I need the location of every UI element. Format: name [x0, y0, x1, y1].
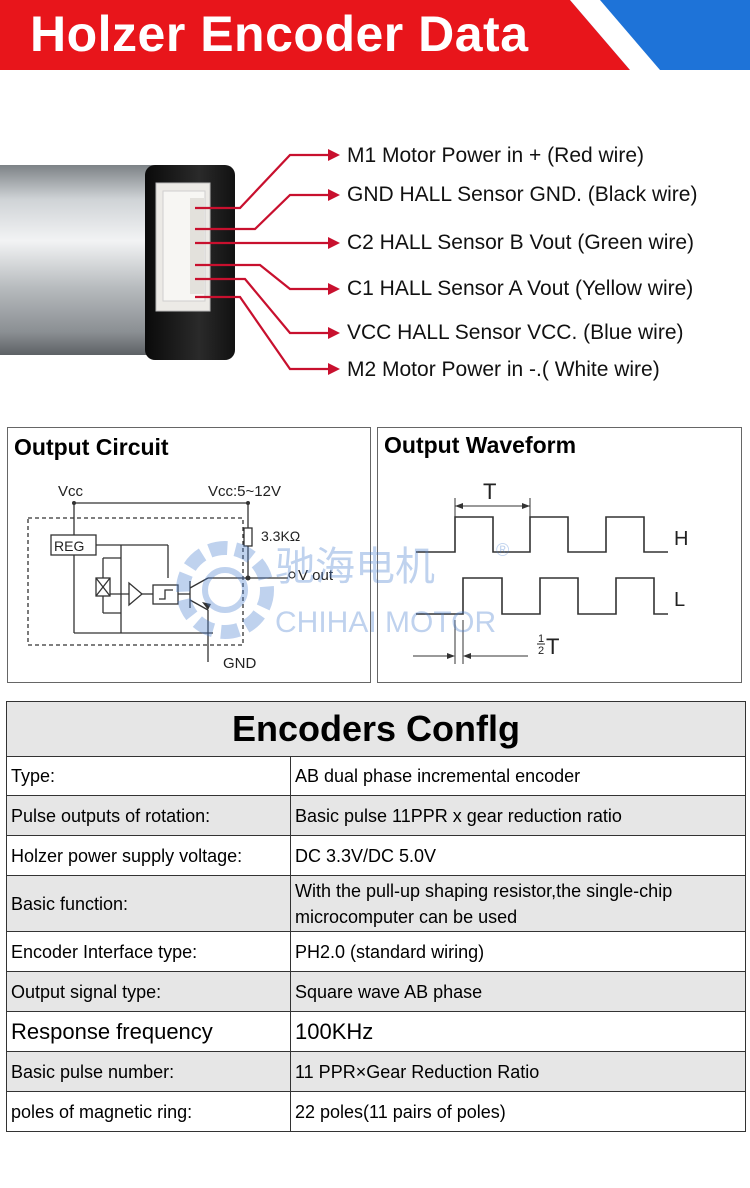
wire-callouts	[195, 149, 340, 375]
table-row: Holzer power supply voltage: DC 3.3V/DC …	[6, 835, 746, 876]
encoders-config-table: Encoders Conflg Type: AB dual phase incr…	[6, 701, 746, 1132]
watermark-cn: 驰海电机	[275, 545, 435, 589]
resistor-label: 3.3KΩ	[261, 528, 300, 544]
row-key-magnetic-ring-poles: poles of magnetic ring:	[6, 1091, 291, 1132]
row-key-response-frequency: Response frequency	[6, 1011, 291, 1052]
wire-line-blue	[195, 277, 332, 335]
wire-label-c1: C1 HALL Sensor A Vout (Yellow wire)	[347, 277, 694, 300]
gnd-label: GND	[223, 655, 257, 672]
row-value-magnetic-ring-poles: 22 poles(11 pairs of poles)	[290, 1091, 746, 1132]
row-key-pulse-outputs: Pulse outputs of rotation:	[6, 795, 291, 836]
row-value-basic-pulse-number: 11 PPR×Gear Reduction Ratio	[290, 1051, 746, 1092]
table-row: Pulse outputs of rotation: Basic pulse 1…	[6, 795, 746, 836]
table-row: Encoder Interface type: PH2.0 (standard …	[6, 931, 746, 972]
output-circuit-title: Output Circuit	[14, 434, 169, 460]
wire-label-m2: M2 Motor Power in -.( White wire)	[347, 358, 660, 381]
reg-label: REG	[54, 538, 84, 554]
table-row: Basic function: With the pull-up shaping…	[6, 875, 746, 932]
row-key-output-signal: Output signal type:	[6, 971, 291, 1012]
vcc-range-label: Vcc:5~12V	[208, 483, 281, 500]
wire-label-vcc: VCC HALL Sensor VCC. (Blue wire)	[347, 321, 684, 344]
wire-label-gnd: GND HALL Sensor GND. (Black wire)	[347, 183, 698, 206]
channel-h-label: H	[674, 528, 688, 550]
vout-label: V out	[298, 567, 334, 584]
table-row: Output signal type: Square wave AB phase	[6, 971, 746, 1012]
wire-line-white	[195, 295, 332, 371]
output-waveform-title: Output Waveform	[384, 432, 577, 458]
page-title: Holzer Encoder Data	[30, 6, 529, 62]
row-key-basic-function: Basic function:	[6, 875, 291, 932]
wire-label-c2: C2 HALL Sensor B Vout (Green wire)	[347, 231, 695, 254]
watermark-registered: ®	[496, 540, 509, 560]
config-table-title: Encoders Conflg	[6, 701, 746, 757]
watermark: 驰海电机 ® CHIHAI MOTOR	[176, 540, 509, 639]
row-key-interface-type: Encoder Interface type:	[6, 931, 291, 972]
output-circuit-diagram: Vcc Vcc:5~12V 3.3KΩ REG V out GND	[27, 483, 334, 672]
output-circuit-panel: Output Circuit	[7, 427, 371, 683]
header-banner	[0, 0, 750, 70]
row-value-basic-function: With the pull-up shaping resistor,the si…	[290, 875, 746, 932]
output-waveform-panel: Output Waveform T H L 1 2 T	[377, 427, 742, 683]
watermark-en: CHIHAI MOTOR	[275, 606, 496, 639]
table-row: Response frequency 100KHz	[6, 1011, 746, 1052]
table-row: poles of magnetic ring: 22 poles(11 pair…	[6, 1091, 746, 1132]
channel-l-label: L	[674, 589, 685, 611]
wire-label-m1: M1 Motor Power in + (Red wire)	[347, 144, 645, 167]
row-value-response-frequency: 100KHz	[290, 1011, 746, 1052]
row-value-supply-voltage: DC 3.3V/DC 5.0V	[290, 835, 746, 876]
output-waveform-diagram: T H L 1 2 T	[413, 479, 688, 664]
row-key-basic-pulse-number: Basic pulse number:	[6, 1051, 291, 1092]
row-value-pulse-outputs: Basic pulse 11PPR x gear reduction ratio	[290, 795, 746, 836]
period-label: T	[483, 479, 496, 504]
row-value-output-signal: Square wave AB phase	[290, 971, 746, 1012]
half-period-numerator: 1	[538, 633, 544, 645]
half-period-symbol: T	[546, 634, 559, 659]
wire-line-yellow	[195, 263, 332, 291]
vcc-label: Vcc	[58, 483, 84, 500]
wire-line-black	[195, 193, 332, 231]
half-period-denominator: 2	[538, 645, 544, 657]
row-key-supply-voltage: Holzer power supply voltage:	[6, 835, 291, 876]
row-value-type: AB dual phase incremental encoder	[290, 756, 746, 796]
row-key-type: Type:	[6, 756, 291, 796]
wire-line-red	[195, 153, 332, 210]
table-row: Basic pulse number: 11 PPR×Gear Reductio…	[6, 1051, 746, 1092]
table-row: Type: AB dual phase incremental encoder	[6, 756, 746, 796]
motor-image	[0, 165, 235, 360]
row-value-interface-type: PH2.0 (standard wiring)	[290, 931, 746, 972]
